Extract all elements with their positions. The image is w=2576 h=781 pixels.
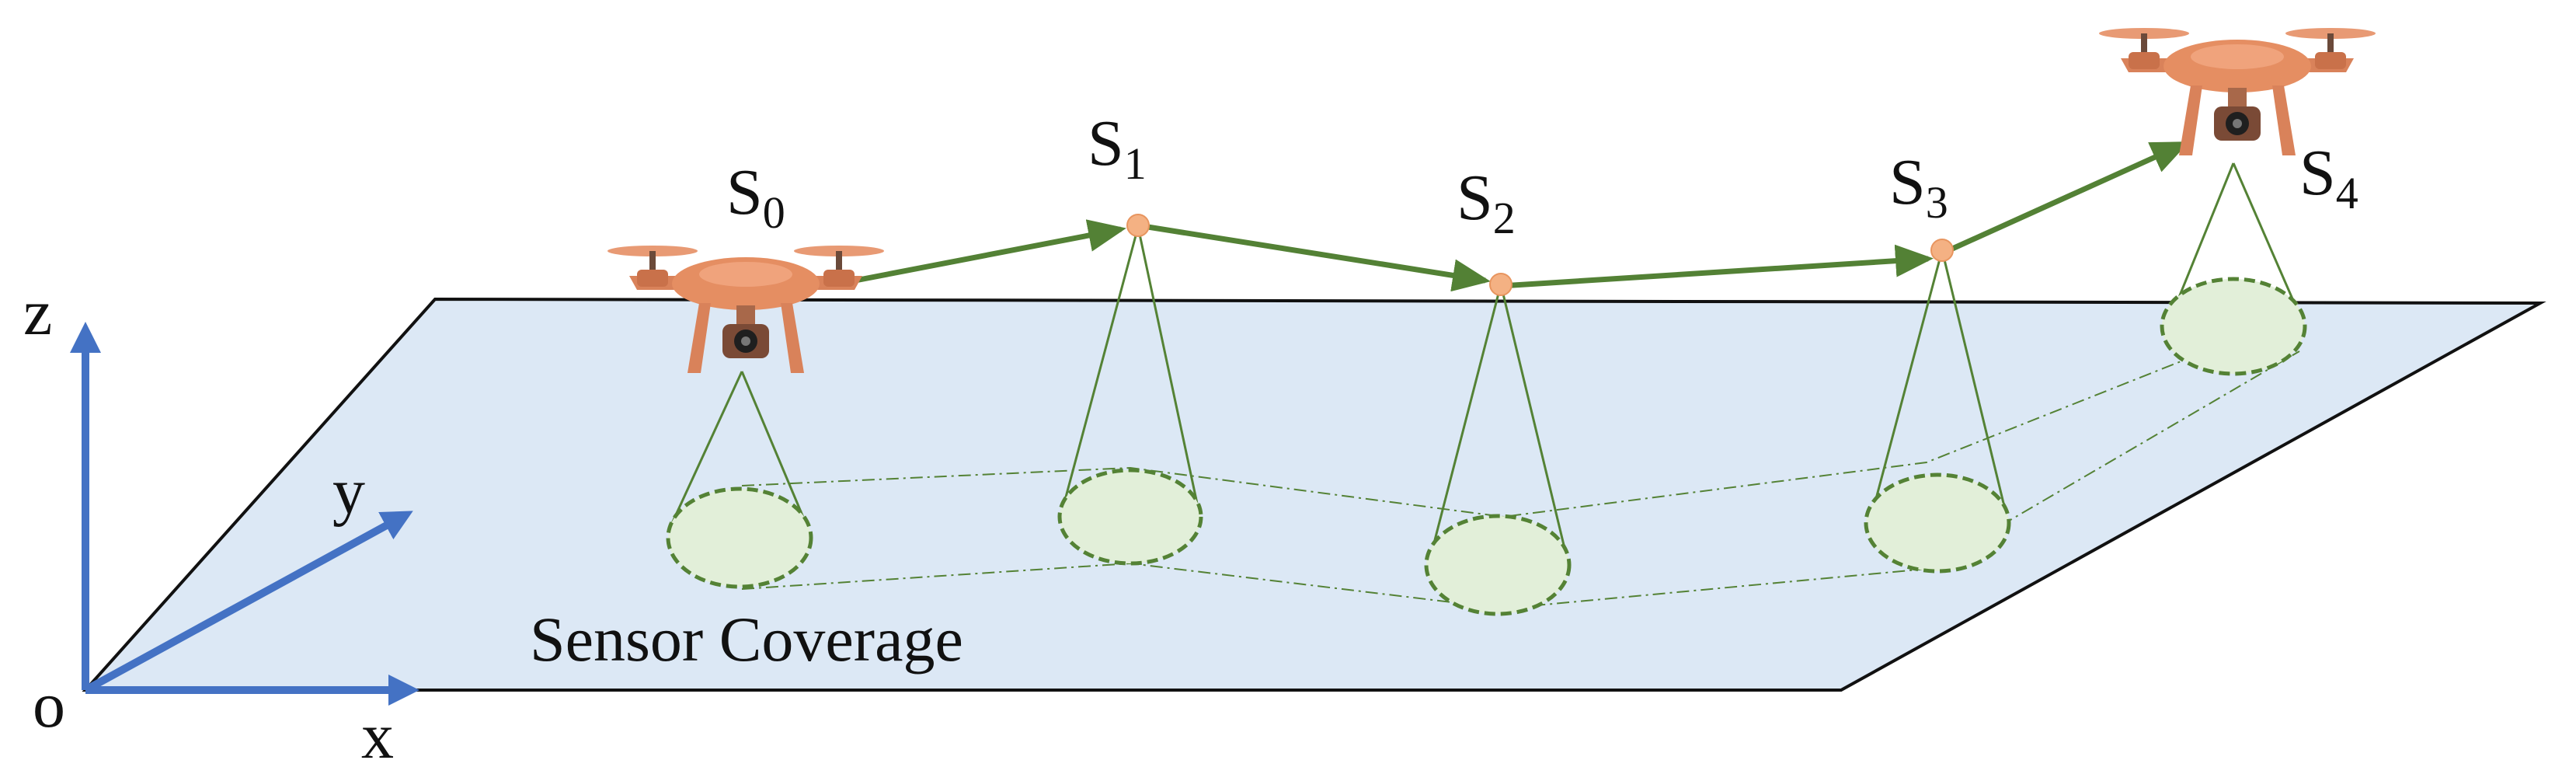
coverage-footprint	[666, 486, 813, 589]
waypoint-label-s4: S4	[2299, 137, 2358, 218]
sensor-cones	[668, 162, 2303, 562]
coverage-footprint	[1424, 514, 1572, 616]
waypoint-dot-s1	[1126, 214, 1150, 237]
y-axis	[83, 511, 413, 694]
waypoint-markers	[1126, 214, 1954, 296]
waypoint-label-s2: S2	[1457, 162, 1516, 243]
waypoint-label-s3: S3	[1889, 146, 1948, 228]
z-axis-label: z	[23, 277, 52, 349]
x-axis-label: x	[361, 700, 394, 772]
waypoint-label-s1: S1	[1088, 107, 1147, 189]
waypoint-dot-s2	[1489, 273, 1513, 296]
ground-plane	[82, 297, 2546, 692]
flight-path	[838, 141, 2190, 292]
waypoint-label-s0: S0	[726, 156, 785, 238]
y-axis-label: y	[332, 455, 365, 528]
origin-label: o	[33, 669, 65, 741]
coverage-footprints	[666, 277, 2307, 616]
coverage-footprint	[1864, 472, 2011, 574]
coverage-footprint	[1057, 468, 1203, 566]
sensor-coverage-caption: Sensor Coverage	[530, 604, 963, 675]
waypoint-dot-s3	[1930, 239, 1954, 262]
coverage-footprint	[2160, 277, 2307, 376]
